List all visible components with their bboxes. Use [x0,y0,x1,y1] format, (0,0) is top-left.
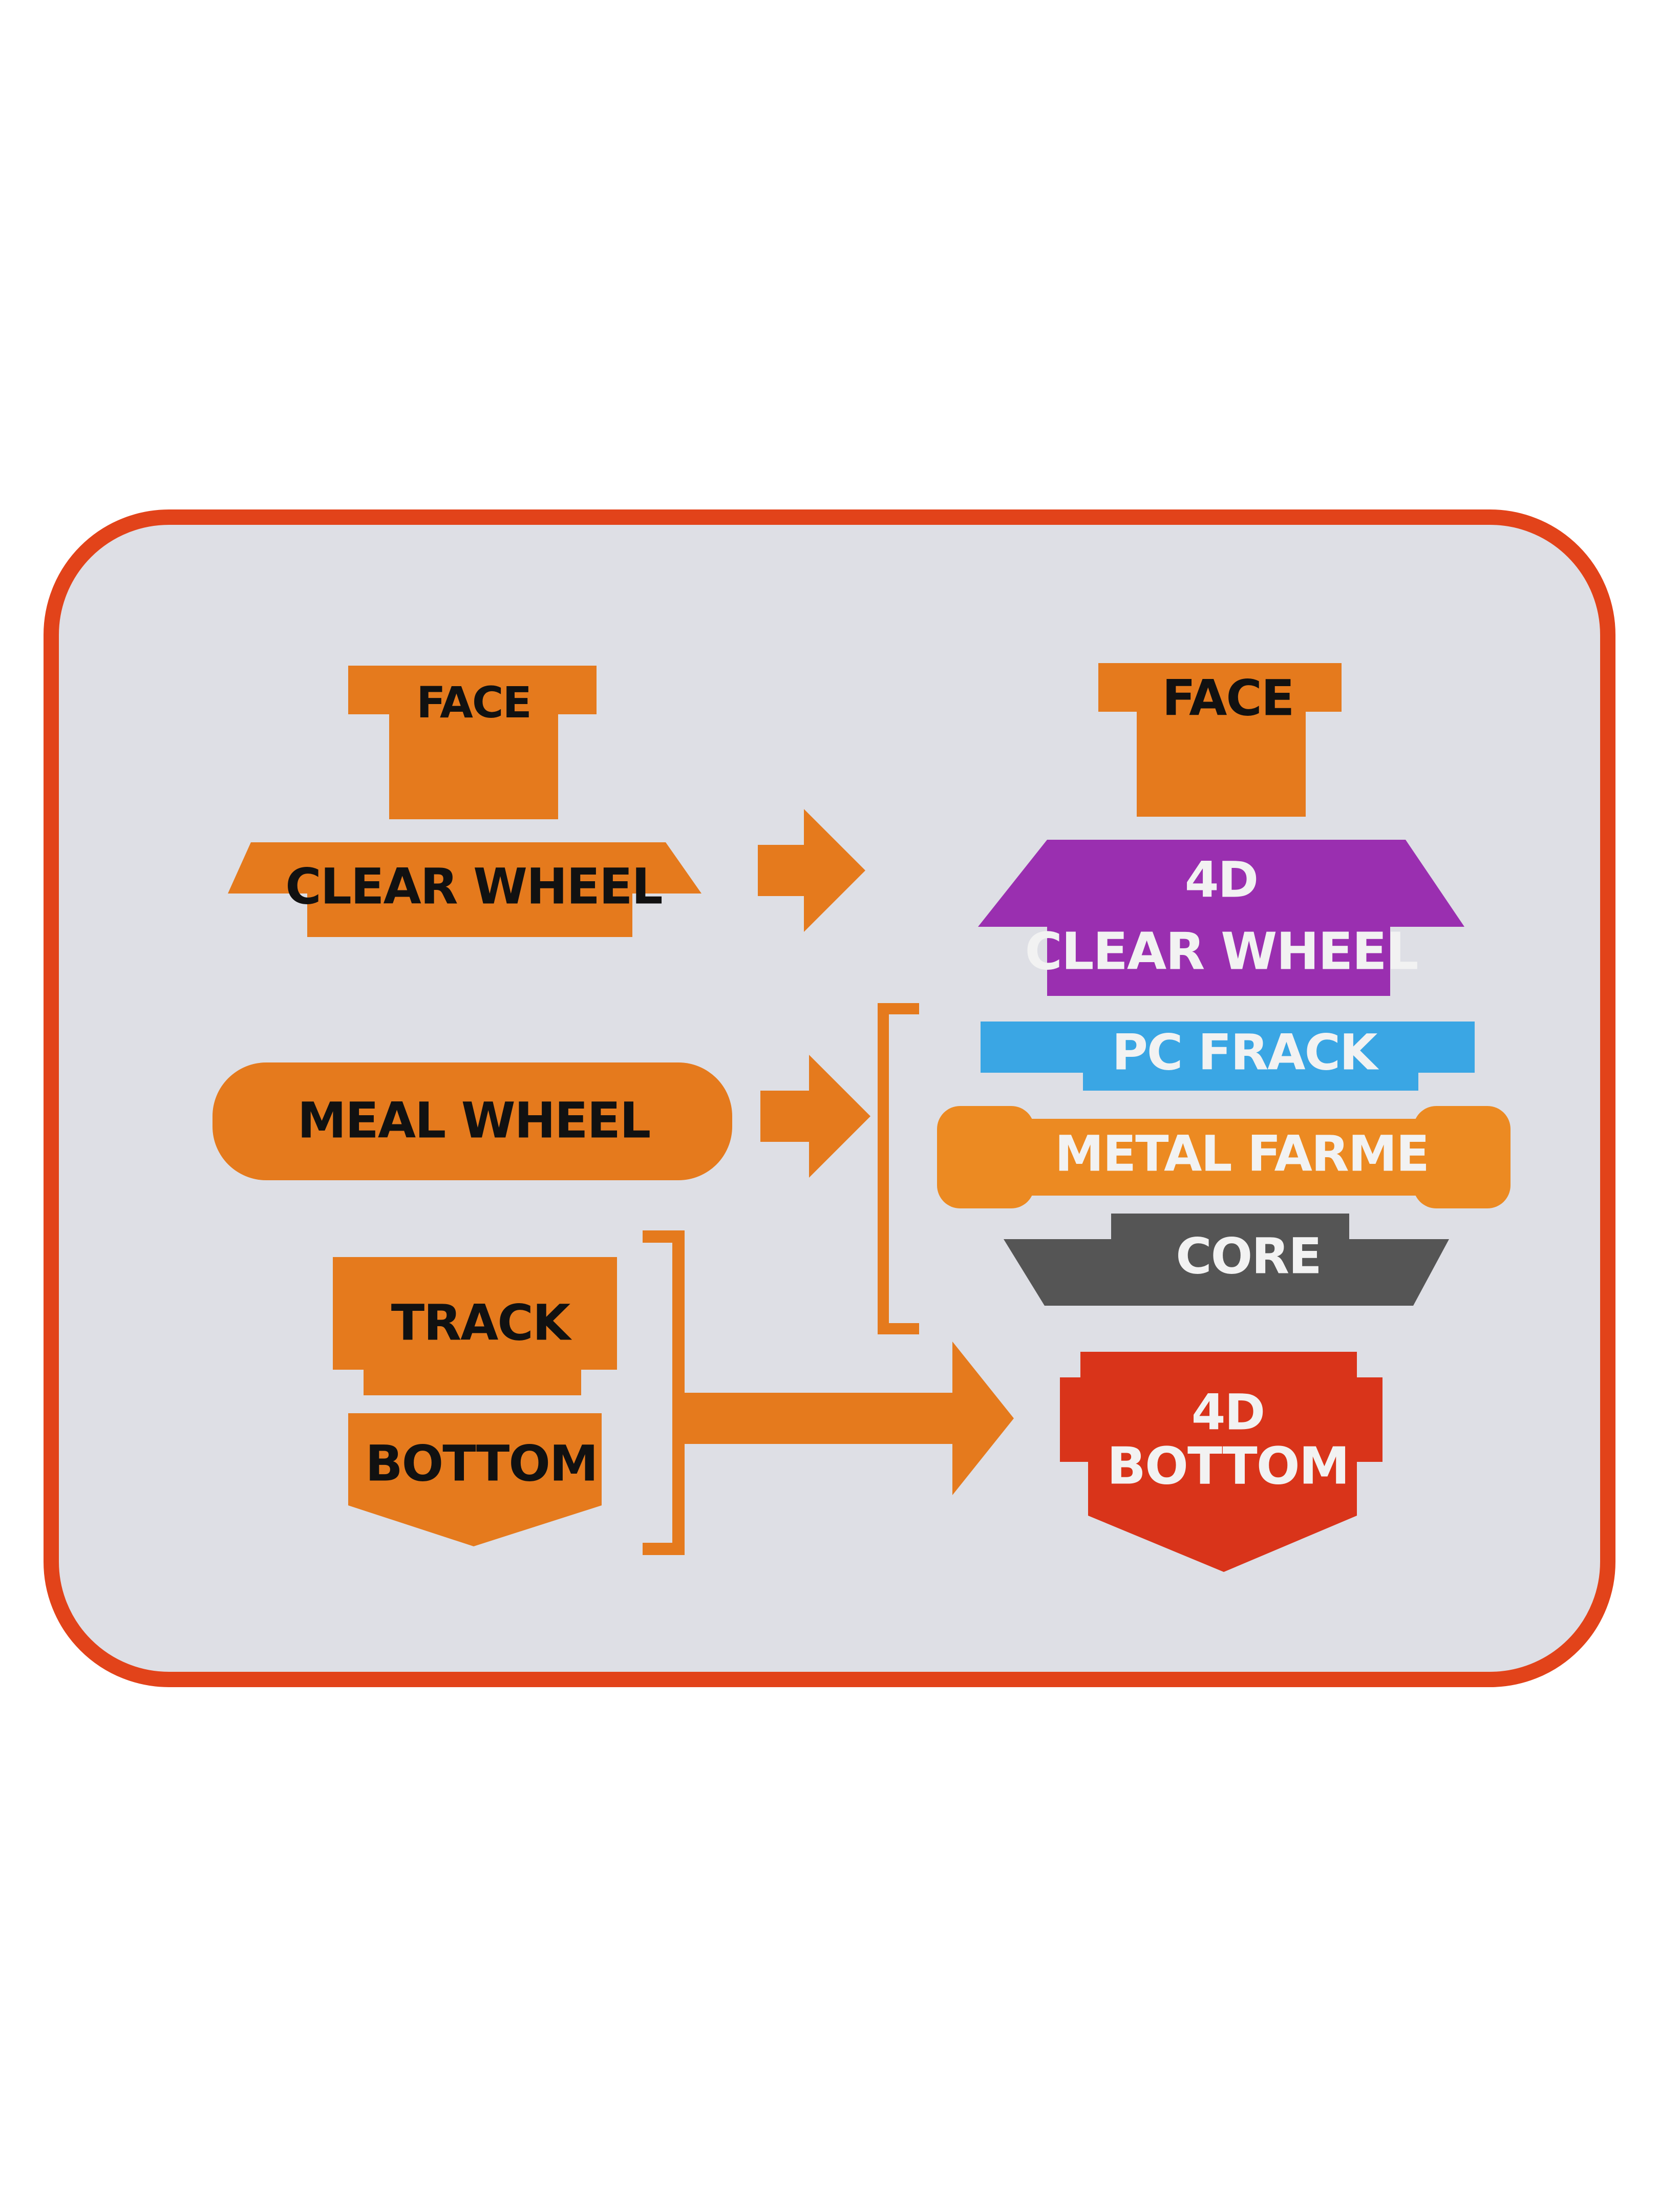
arrow-right-icon [758,809,865,932]
right-metal-farme-part: METAL FARME [937,1106,1511,1208]
bracket-icon [878,1003,919,1334]
right-clear-wheel-label-top: 4D [1185,851,1258,908]
right-core-label: CORE [1176,1227,1321,1285]
left-bottom-part: BOTTOM [348,1413,602,1546]
right-pc-frack-label: PC FRACK [1112,1024,1379,1081]
left-track-part: TRACK [333,1257,617,1395]
left-clear-wheel-part: CLEAR WHEEL [228,842,701,937]
arrow-right-icon [760,1055,870,1178]
left-track-label: TRACK [391,1294,572,1351]
right-core-part: CORE [1004,1214,1449,1306]
right-clear-wheel-label-bottom: CLEAR WHEEL [1025,921,1418,981]
left-clear-wheel-label: CLEAR WHEEL [285,858,662,915]
left-meal-wheel-label: MEAL WHEEL [297,1092,650,1149]
right-face-part: FACE [1098,663,1342,817]
right-bottom-label-bottom: BOTTOM [1107,1436,1349,1496]
right-bottom-part: 4D BOTTOM [1060,1352,1382,1572]
left-meal-wheel-part: MEAL WHEEL [212,1062,732,1180]
left-face-part: FACE [348,666,597,819]
left-bottom-label: BOTTOM [365,1435,597,1492]
right-clear-wheel-part: 4D CLEAR WHEEL [978,840,1464,996]
arrow-right-icon [678,1342,1014,1495]
right-metal-farme-label: METAL FARME [1055,1125,1429,1182]
right-face-label: FACE [1162,669,1294,727]
right-pc-frack-part: PC FRACK [981,1022,1475,1091]
right-bottom-label-top: 4D [1192,1384,1264,1441]
left-face-label: FACE [416,677,531,728]
